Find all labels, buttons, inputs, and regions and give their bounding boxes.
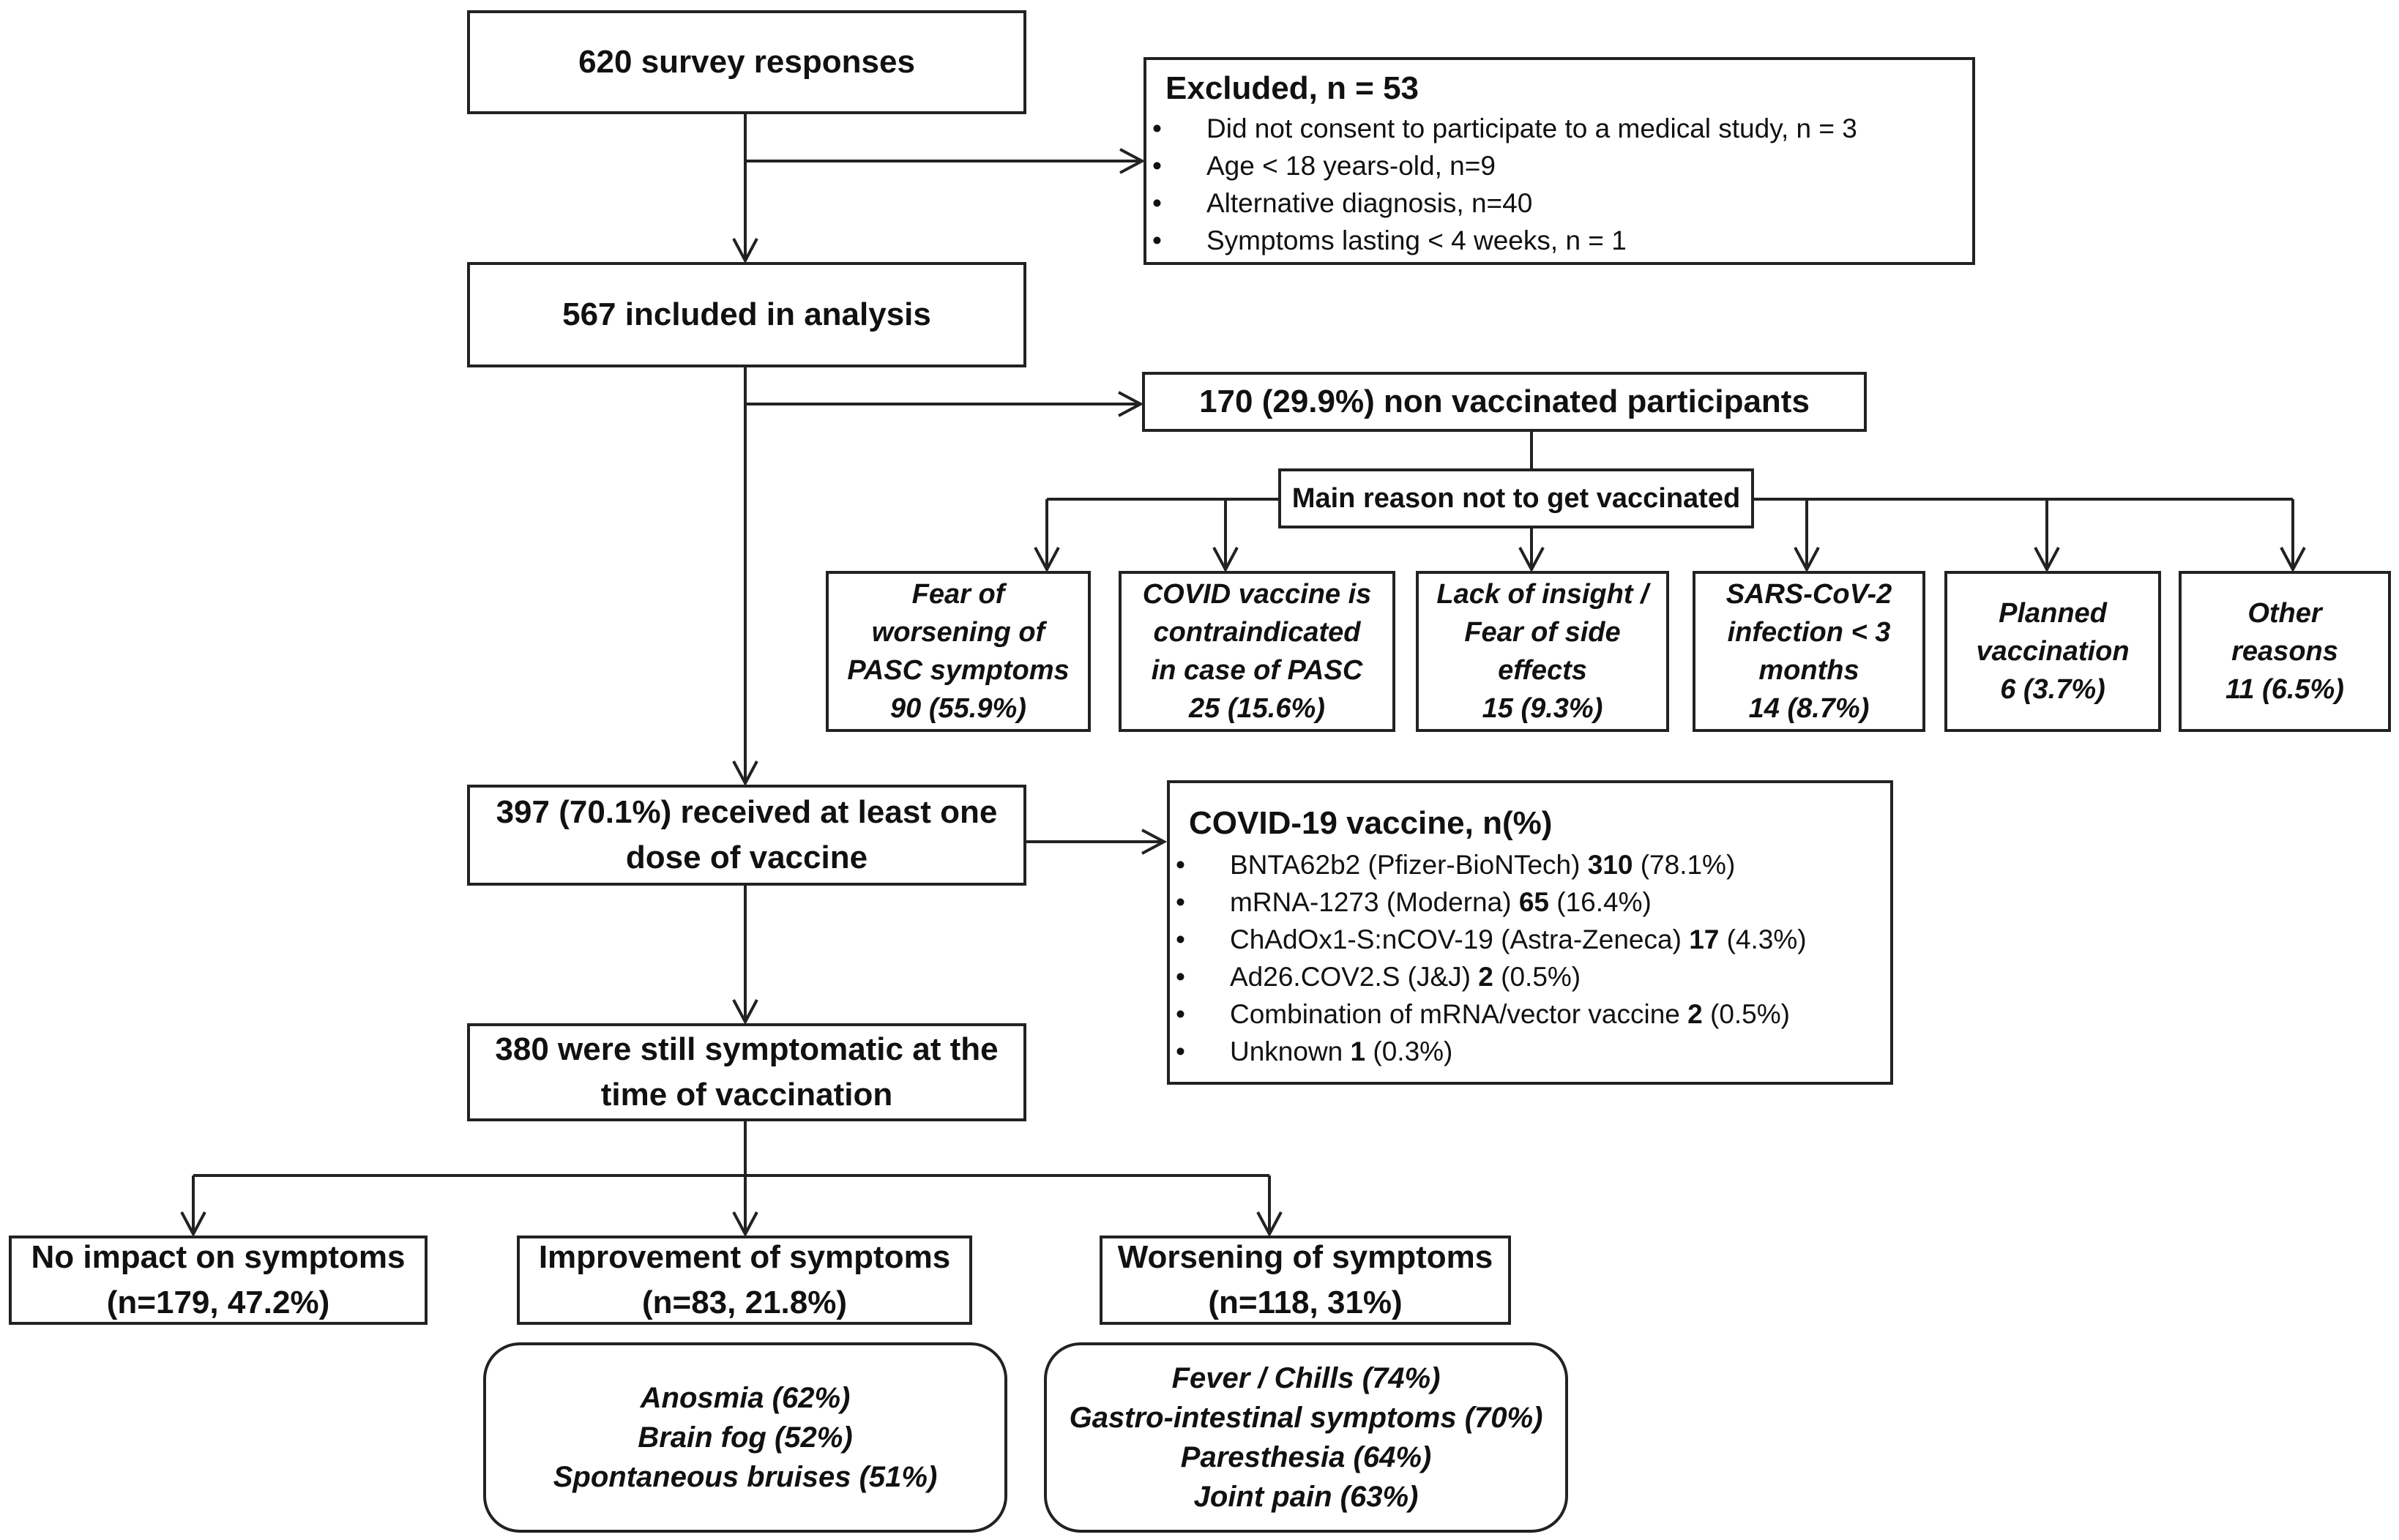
- worsening-detail: Paresthesia (64%): [1180, 1441, 1432, 1473]
- reason-box-recent-infection: SARS-CoV-2 infection < 3 months 14 (8.7%…: [1693, 571, 1925, 732]
- symptomatic-line1: 380 were still symptomatic at the: [495, 1031, 999, 1067]
- worsening-detail: Fever / Chills (74%): [1171, 1362, 1441, 1394]
- reason-text: Fear of: [911, 579, 1005, 610]
- reason-box-fear-worsening: Fear of worsening of PASC symptoms 90 (5…: [826, 571, 1091, 732]
- included-label: 567 included in analysis: [562, 296, 931, 332]
- included-box: 567 included in analysis: [467, 262, 1026, 367]
- non-vaccinated-box: 170 (29.9%) non vaccinated participants: [1142, 372, 1867, 432]
- no-impact-box: No impact on symptoms (n=179, 47.2%): [9, 1236, 428, 1325]
- reason-text: SARS-CoV-2: [1725, 579, 1892, 610]
- worsening-details-box: Fever / Chills (74%) Gastro-intestinal s…: [1044, 1342, 1568, 1533]
- reason-text: vaccination: [1976, 636, 2130, 667]
- reason-text: worsening of: [871, 617, 1045, 648]
- reason-count: 11 (6.5%): [2225, 674, 2344, 705]
- reason-text: infection < 3: [1727, 617, 1891, 648]
- symptomatic-box: 380 were still symptomatic at the time o…: [467, 1023, 1026, 1121]
- excluded-title: Excluded, n = 53: [1165, 70, 1419, 106]
- no-impact-line1: No impact on symptoms: [31, 1239, 406, 1275]
- vaccine-item: Combination of mRNA/vector vaccine 2 (0.…: [1170, 995, 1876, 1033]
- excluded-item: Did not consent to participate to a medi…: [1146, 110, 1958, 147]
- excluded-list: Did not consent to participate to a medi…: [1146, 110, 1958, 259]
- vaccine-types-title: COVID-19 vaccine, n(%): [1189, 805, 1553, 841]
- reason-count: 14 (8.7%): [1748, 693, 1870, 724]
- vaccinated-line2: dose of vaccine: [625, 840, 868, 875]
- total-responses-label: 620 survey responses: [578, 44, 915, 80]
- reason-text: Other: [2247, 598, 2322, 629]
- reason-text: PASC symptoms: [847, 655, 1070, 686]
- main-reason-label: Main reason not to get vaccinated: [1291, 483, 1741, 514]
- reason-box-lack-of-insight: Lack of insight / Fear of side effects 1…: [1416, 571, 1669, 732]
- excluded-box: Excluded, n = 53 Did not consent to part…: [1143, 57, 1975, 265]
- vaccinated-box: 397 (70.1%) received at least one dose o…: [467, 785, 1026, 886]
- improvement-line1: Improvement of symptoms: [538, 1239, 951, 1275]
- reason-text: Lack of insight /: [1436, 579, 1649, 610]
- reason-count: 90 (55.9%): [890, 693, 1026, 724]
- vaccine-types-box: COVID-19 vaccine, n(%) BNTA62b2 (Pfizer-…: [1167, 780, 1893, 1085]
- vaccine-item: mRNA-1273 (Moderna) 65 (16.4%): [1170, 883, 1876, 921]
- vaccine-item: ChAdOx1-S:nCOV-19 (Astra-Zeneca) 17 (4.3…: [1170, 921, 1876, 958]
- vaccine-item: BNTA62b2 (Pfizer-BioNTech) 310 (78.1%): [1170, 846, 1876, 883]
- vaccine-types-list: BNTA62b2 (Pfizer-BioNTech) 310 (78.1%) m…: [1170, 846, 1876, 1070]
- reason-text: Planned: [1999, 598, 2107, 629]
- reason-count: 15 (9.3%): [1482, 693, 1603, 724]
- excluded-item: Symptoms lasting < 4 weeks, n = 1: [1146, 222, 1958, 259]
- vaccine-item: Ad26.COV2.S (J&J) 2 (0.5%): [1170, 958, 1876, 995]
- non-vaccinated-label: 170 (29.9%) non vaccinated participants: [1199, 384, 1810, 419]
- improvement-box: Improvement of symptoms (n=83, 21.8%): [517, 1236, 972, 1325]
- reason-box-other: Other reasons 11 (6.5%): [2179, 571, 2391, 732]
- vaccinated-line1: 397 (70.1%) received at least one: [496, 794, 998, 830]
- symptomatic-line2: time of vaccination: [600, 1077, 893, 1113]
- reason-count: 6 (3.7%): [2000, 674, 2105, 705]
- improvement-detail: Brain fog (52%): [638, 1421, 853, 1454]
- improvement-details-box: Anosmia (62%) Brain fog (52%) Spontaneou…: [483, 1342, 1007, 1533]
- improvement-detail: Anosmia (62%): [640, 1382, 851, 1414]
- main-reason-box: Main reason not to get vaccinated: [1278, 468, 1754, 528]
- reason-text: reasons: [2231, 636, 2338, 667]
- improvement-detail: Spontaneous bruises (51%): [553, 1461, 938, 1493]
- vaccine-item: Unknown 1 (0.3%): [1170, 1033, 1876, 1070]
- no-impact-line2: (n=179, 47.2%): [106, 1285, 330, 1320]
- reason-text: effects: [1498, 655, 1587, 686]
- reason-text: COVID vaccine is: [1142, 579, 1372, 610]
- reason-text: contraindicated: [1153, 617, 1361, 648]
- worsening-detail: Joint pain (63%): [1193, 1481, 1419, 1513]
- improvement-line2: (n=83, 21.8%): [641, 1285, 848, 1320]
- worsening-detail: Gastro-intestinal symptoms (70%): [1069, 1402, 1543, 1434]
- worsening-line2: (n=118, 31%): [1208, 1285, 1403, 1320]
- excluded-item: Age < 18 years-old, n=9: [1146, 147, 1958, 184]
- reason-text: Fear of side: [1464, 617, 1621, 648]
- reason-text: in case of PASC: [1151, 655, 1363, 686]
- reason-box-contraindicated: COVID vaccine is contraindicated in case…: [1119, 571, 1395, 732]
- worsening-box: Worsening of symptoms (n=118, 31%): [1100, 1236, 1511, 1325]
- reason-box-planned-vaccination: Planned vaccination 6 (3.7%): [1944, 571, 2161, 732]
- total-responses-box: 620 survey responses: [467, 10, 1026, 114]
- excluded-item: Alternative diagnosis, n=40: [1146, 184, 1958, 222]
- reason-count: 25 (15.6%): [1189, 693, 1325, 724]
- worsening-line1: Worsening of symptoms: [1117, 1239, 1493, 1275]
- reason-text: months: [1758, 655, 1859, 686]
